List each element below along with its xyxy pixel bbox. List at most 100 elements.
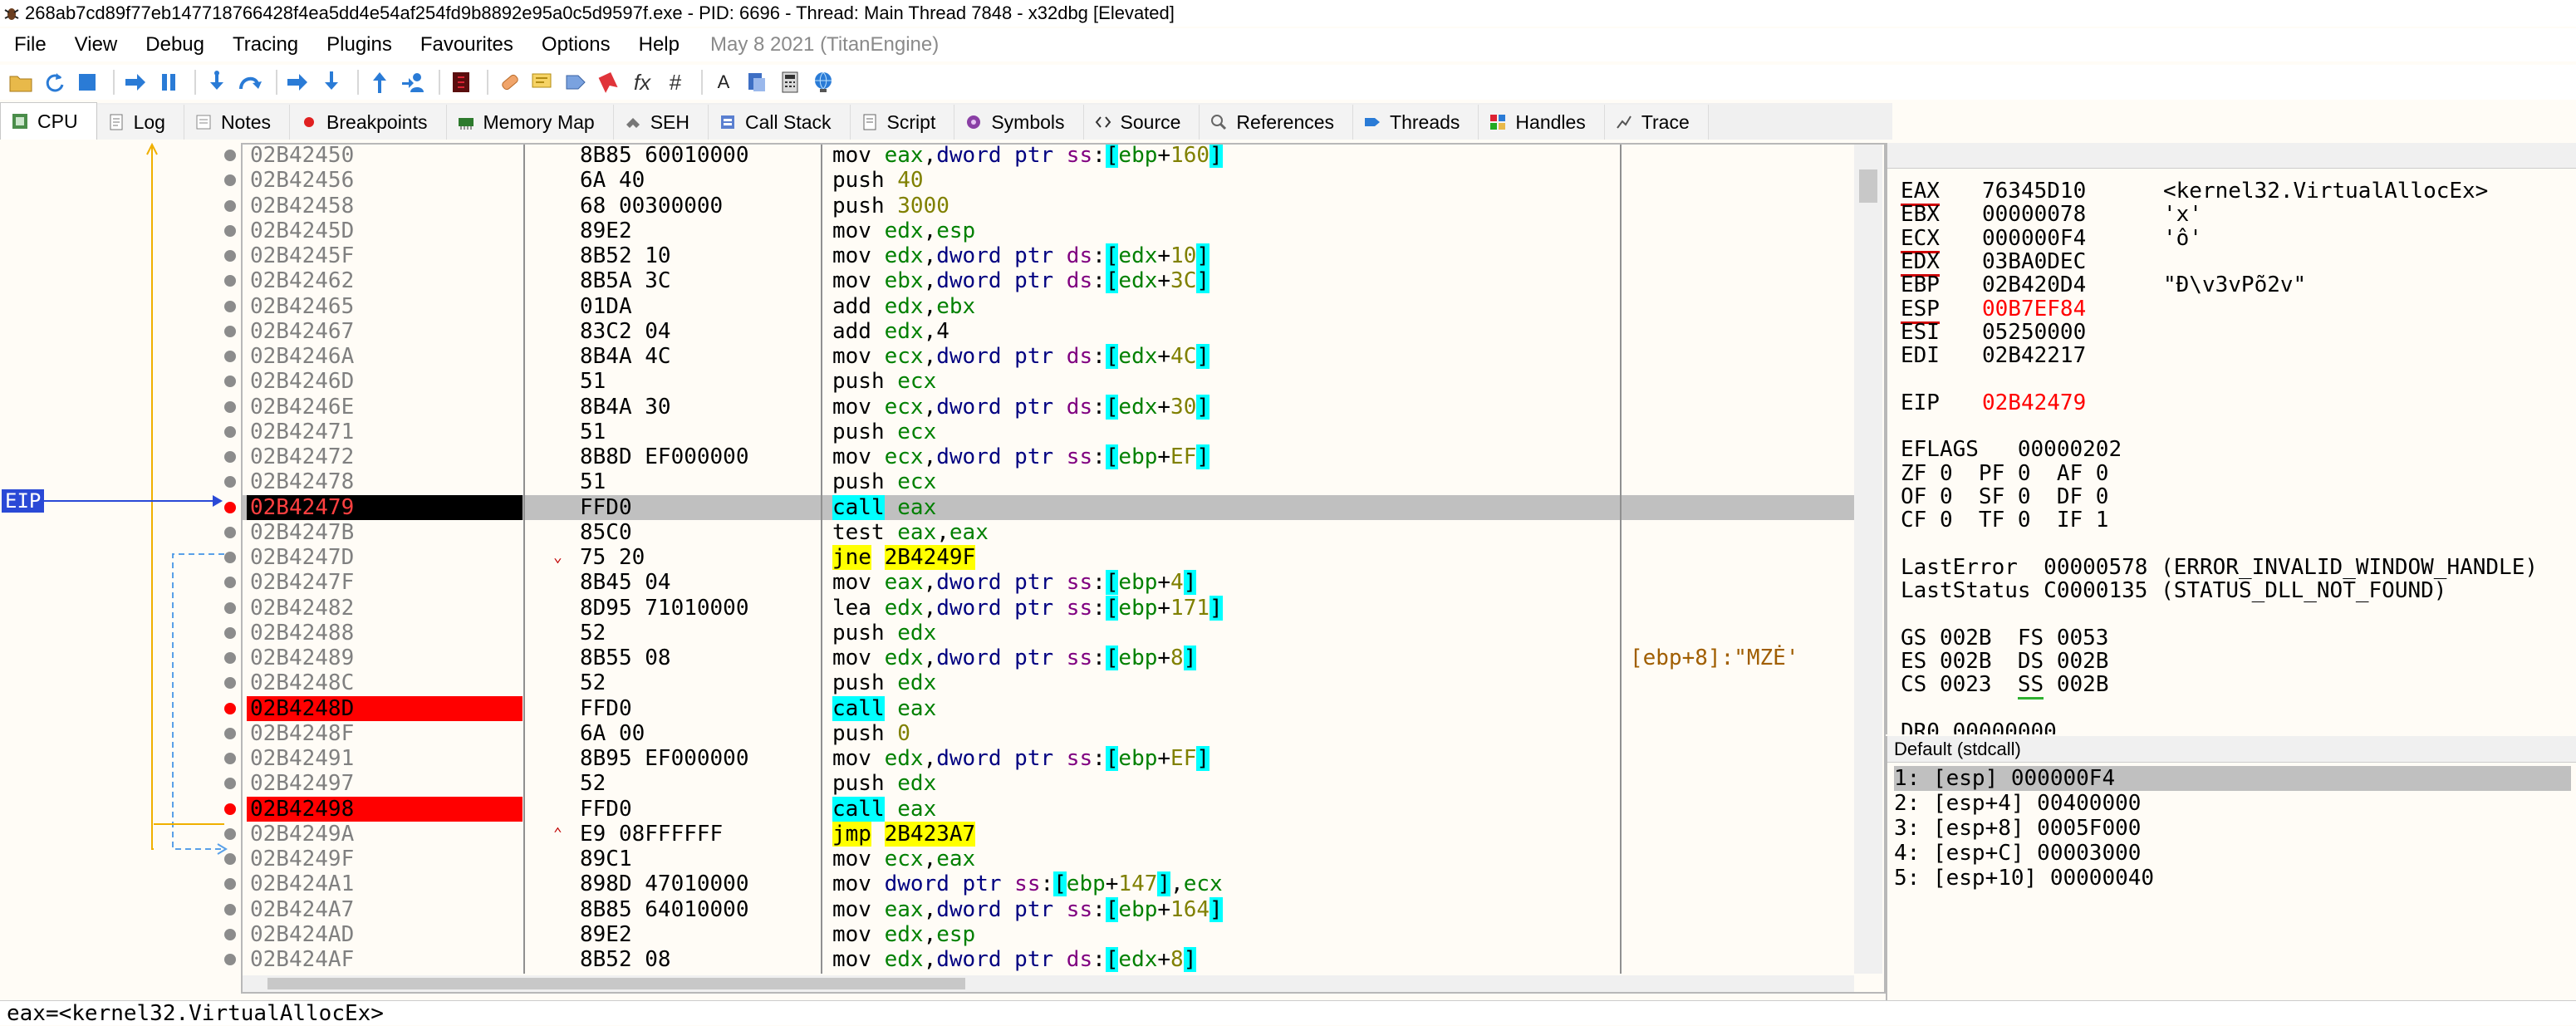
address-cell[interactable]: 02B42462	[250, 268, 355, 294]
breakpoint-dot[interactable]	[224, 275, 236, 287]
breakpoint-dot[interactable]	[224, 250, 236, 262]
strings-icon[interactable]: A	[717, 71, 730, 92]
scrollbar-thumb[interactable]	[267, 978, 965, 989]
breakpoint-dot[interactable]	[224, 601, 236, 614]
breakpoint-dot[interactable]	[224, 577, 236, 589]
address-cell[interactable]: 02B42478	[250, 469, 355, 495]
segment-registers[interactable]: GS 002B FS 0053	[1901, 625, 2109, 650]
breakpoint-dot[interactable]	[224, 878, 236, 891]
address-cell[interactable]: 02B42450	[250, 143, 355, 168]
address-cell[interactable]: 02B4248D	[247, 695, 523, 721]
argument-row[interactable]: 3: [esp+8] 0005F000	[1894, 816, 2142, 841]
tab-source[interactable]: Source	[1083, 105, 1200, 140]
breakpoint-dot[interactable]	[224, 526, 236, 538]
calling-convention-selector[interactable]: Default (stdcall)	[1887, 736, 2576, 763]
network-icon[interactable]	[809, 68, 837, 96]
address-cell[interactable]: 02B424A1	[250, 871, 355, 897]
menu-help[interactable]: Help	[638, 33, 680, 56]
disasm-vertical-scrollbar[interactable]	[1854, 145, 1882, 974]
flags-row[interactable]: ZF 0 PF 0 AF 0	[1901, 460, 2109, 486]
open-icon[interactable]	[7, 68, 35, 96]
breakpoint-dot[interactable]	[224, 199, 236, 212]
flags-row[interactable]: OF 0 SF 0 DF 0	[1901, 484, 2109, 509]
breakpoint-dot[interactable]	[224, 652, 236, 664]
last-status[interactable]: LastStatus C0000135 (STATUS_DLL_NOT_FOUN…	[1901, 578, 2447, 604]
address-cell[interactable]: 02B42497	[250, 771, 355, 797]
breakpoint-dot[interactable]	[224, 626, 236, 639]
breakpoint-dot[interactable]	[224, 552, 236, 563]
step-into-icon[interactable]	[203, 68, 231, 96]
pause-icon[interactable]	[155, 68, 183, 96]
breakpoint-dot[interactable]	[224, 853, 236, 865]
segment-registers[interactable]: CS 0023 SS 002B	[1901, 672, 2108, 700]
breakpoint-dot[interactable]	[224, 954, 236, 965]
disasm-horizontal-scrollbar[interactable]	[243, 975, 1854, 992]
references-icon[interactable]	[743, 68, 771, 96]
scylla-icon[interactable]	[447, 68, 475, 96]
argument-row[interactable]: 5: [esp+10] 00000040	[1894, 866, 2155, 891]
address-cell[interactable]: 02B4245D	[250, 218, 355, 243]
breakpoint-dot[interactable]	[224, 903, 236, 916]
breakpoint-dot[interactable]	[224, 476, 236, 488]
menu-debug[interactable]: Debug	[145, 33, 204, 56]
address-cell[interactable]: 02B4248C	[250, 670, 355, 696]
execute-till-return-icon[interactable]	[366, 68, 394, 96]
address-cell[interactable]: 02B4245F	[250, 243, 355, 268]
address-cell[interactable]: 02B4247D	[250, 545, 355, 570]
address-cell[interactable]: 02B424AD	[250, 921, 355, 947]
address-cell[interactable]: 02B424AF	[250, 947, 355, 972]
menu-favourites[interactable]: Favourites	[420, 33, 513, 56]
tab-trace[interactable]: Trace	[1604, 105, 1709, 140]
restart-icon[interactable]	[40, 68, 68, 96]
breakpoint-dot[interactable]	[224, 727, 236, 739]
breakpoint-dot[interactable]	[224, 778, 236, 790]
address-cell[interactable]: 02B4249A	[250, 821, 355, 847]
argument-row[interactable]: 1: [esp] 000000F4	[1894, 766, 2571, 791]
run-icon[interactable]	[121, 68, 150, 96]
scrollbar-thumb[interactable]	[1859, 169, 1877, 203]
address-cell[interactable]: 02B42471	[250, 419, 355, 444]
flags-row[interactable]: CF 0 TF 0 IF 1	[1901, 508, 2109, 533]
menu-options[interactable]: Options	[541, 33, 611, 56]
last-error[interactable]: LastError 00000578 (ERROR_INVALID_WINDOW…	[1901, 554, 2539, 580]
tab-threads[interactable]: Threads	[1353, 105, 1479, 140]
tab-notes[interactable]: Notes	[184, 105, 291, 140]
address-cell[interactable]: 02B4248F	[250, 720, 355, 746]
tab-log[interactable]: Log	[96, 105, 184, 140]
address-cell[interactable]: 02B42467	[250, 318, 355, 344]
tab-call-stack[interactable]: Call Stack	[709, 105, 851, 140]
functions-icon[interactable]: fx	[633, 69, 651, 95]
segment-registers[interactable]: ES 002B DS 002B	[1901, 649, 2109, 674]
close-icon[interactable]	[73, 68, 101, 96]
calculator-icon[interactable]	[776, 68, 804, 96]
breakpoint-dot[interactable]	[224, 174, 236, 187]
address-cell[interactable]: 02B42482	[250, 595, 355, 621]
address-cell[interactable]: 02B4247F	[250, 570, 355, 596]
breakpoint-dot[interactable]	[224, 451, 236, 463]
breakpoint-dot[interactable]	[224, 753, 236, 764]
patch-icon[interactable]	[495, 68, 523, 96]
